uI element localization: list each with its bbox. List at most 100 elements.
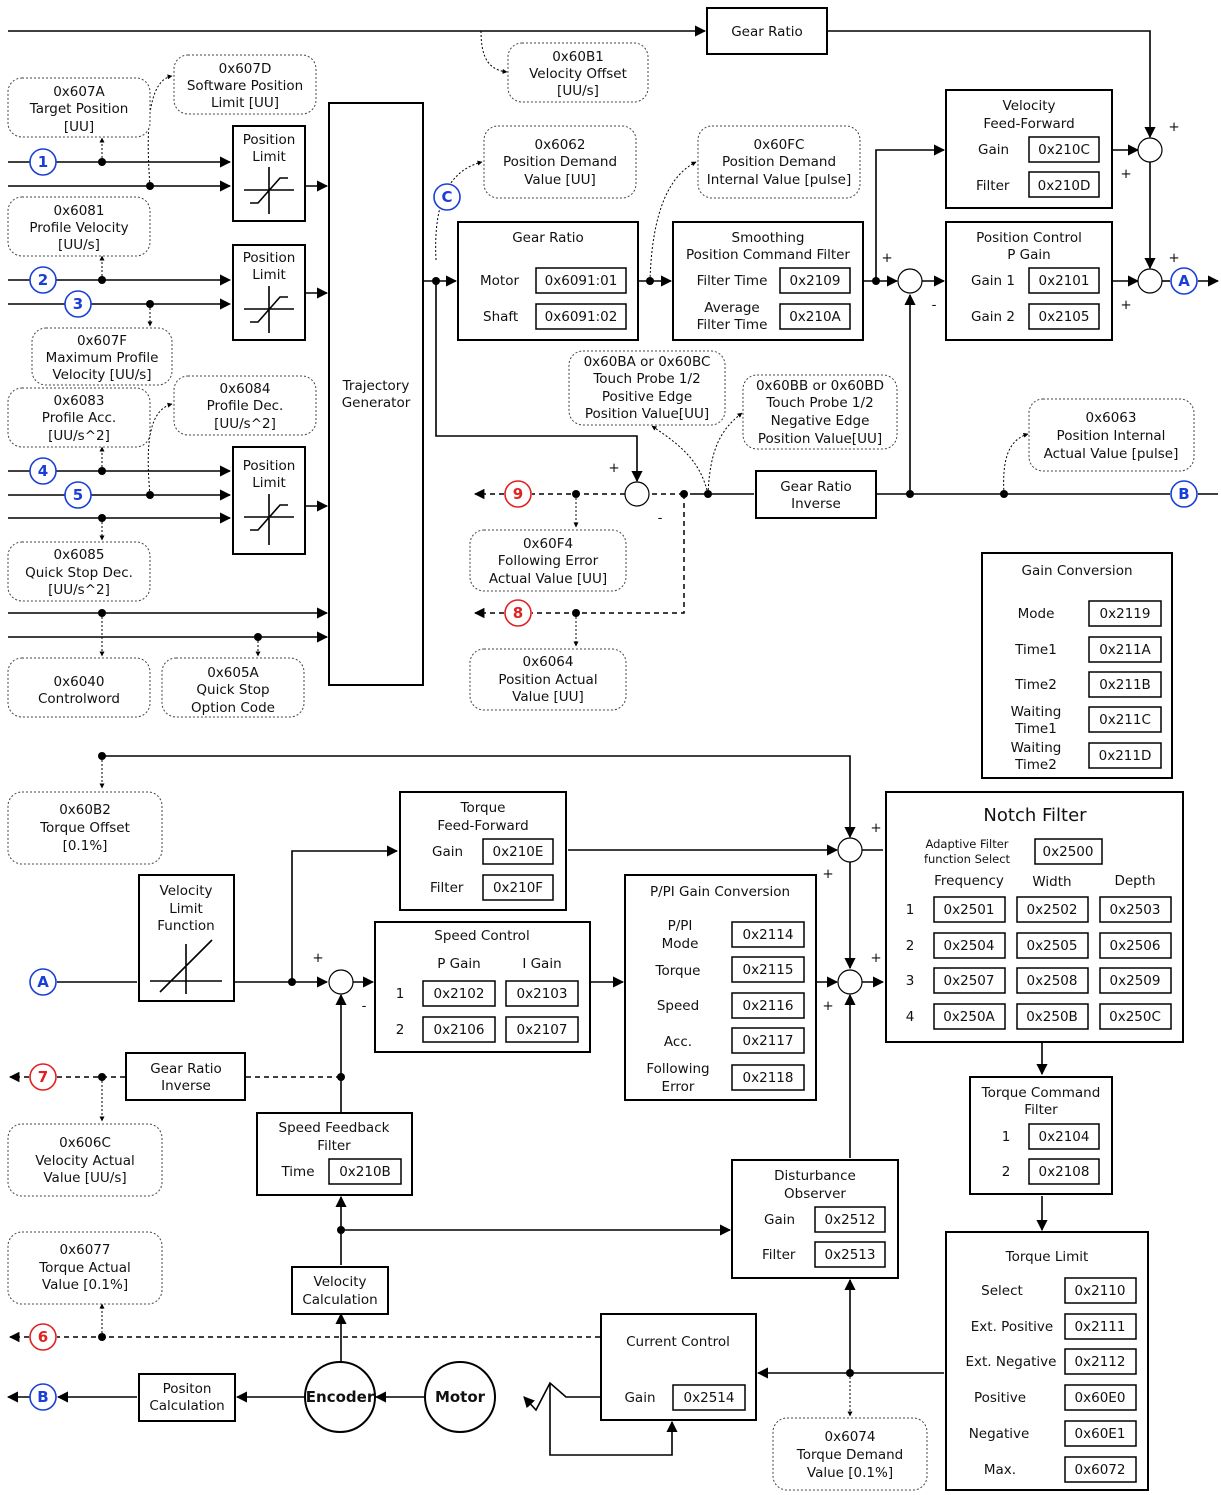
svg-text:0x60F4: 0x60F4 <box>523 536 573 552</box>
gear-ratio-inverse-bottom-block: Gear Ratio Inverse <box>125 1052 246 1101</box>
svg-text:Frequency: Frequency <box>934 873 1004 889</box>
svg-text:0x6074: 0x6074 <box>825 1429 876 1445</box>
svg-text:Select: Select <box>981 1283 1023 1299</box>
svg-text:Torque Actual: Torque Actual <box>38 1260 131 1276</box>
svg-text:Gear Ratio: Gear Ratio <box>731 24 803 40</box>
svg-text:0x210D: 0x210D <box>1038 178 1091 194</box>
junction-dots <box>98 158 1008 1377</box>
svg-text:Inverse: Inverse <box>161 1078 211 1094</box>
marker-4: 4 <box>29 457 57 485</box>
marker-1: 1 <box>29 148 57 176</box>
svg-text:0x2117: 0x2117 <box>743 1033 794 1049</box>
svg-text:0x607D: 0x607D <box>219 61 272 77</box>
svg-text:Time2: Time2 <box>1014 677 1057 693</box>
svg-text:4: 4 <box>38 462 48 480</box>
svg-text:Touch Probe 1/2: Touch Probe 1/2 <box>592 371 700 387</box>
svg-text:0x2500: 0x2500 <box>1043 844 1094 860</box>
svg-text:1: 1 <box>906 902 915 918</box>
svg-text:+: + <box>822 998 833 1014</box>
torque-demand-object: 0x6074 Torque Demand Value [0.1%] <box>772 1417 928 1491</box>
svg-text:0x2509: 0x2509 <box>1110 973 1161 989</box>
svg-text:0x6085: 0x6085 <box>54 547 105 563</box>
svg-text:Actual Value [pulse]: Actual Value [pulse] <box>1044 446 1179 462</box>
position-actual-object: 0x6064 Position Actual Value [UU] <box>469 648 627 711</box>
svg-text:Value [0.1%]: Value [0.1%] <box>42 1277 128 1293</box>
svg-text:Speed: Speed <box>657 998 699 1014</box>
speed-control-block: Speed Control P Gain I Gain 1 0x2102 0x2… <box>374 921 591 1053</box>
svg-text:Positive: Positive <box>974 1390 1026 1406</box>
svg-text:Velocity Offset: Velocity Offset <box>529 66 627 82</box>
svg-text:Limit [UU]: Limit [UU] <box>211 95 279 111</box>
svg-text:0x6062: 0x6062 <box>535 137 586 153</box>
gain-conversion-block: Gain Conversion Mode 0x2119 Time1 0x211A… <box>981 552 1173 779</box>
svg-text:Position Value[UU]: Position Value[UU] <box>758 431 882 447</box>
svg-text:0x2501: 0x2501 <box>944 902 995 918</box>
svg-text:0x2107: 0x2107 <box>517 1022 568 1038</box>
svg-text:Limit: Limit <box>252 149 285 165</box>
svg-text:Smoothing: Smoothing <box>732 230 805 246</box>
svg-text:0x2506: 0x2506 <box>1110 938 1161 954</box>
svg-text:Mode: Mode <box>1018 606 1055 622</box>
svg-text:Limit: Limit <box>252 267 285 283</box>
dashed-signal-lines <box>8 488 685 1343</box>
svg-text:[UU/s]: [UU/s] <box>58 237 100 253</box>
svg-text:Profile Acc.: Profile Acc. <box>42 410 116 426</box>
svg-text:Value [0.1%]: Value [0.1%] <box>807 1465 893 1481</box>
svg-text:Observer: Observer <box>784 1186 846 1202</box>
encoder: Encoder <box>304 1361 376 1433</box>
svg-text:Following: Following <box>646 1061 709 1077</box>
svg-text:[UU/s^2]: [UU/s^2] <box>214 416 276 432</box>
svg-text:Position Control: Position Control <box>976 230 1082 246</box>
torque-offset-object: 0x60B2 Torque Offset [0.1%] <box>7 791 163 865</box>
svg-text:+: + <box>312 950 323 966</box>
marker-A-bottom: A <box>29 968 57 996</box>
svg-text:+: + <box>608 460 619 476</box>
svg-text:0x2513: 0x2513 <box>825 1247 876 1263</box>
svg-text:+: + <box>870 950 881 966</box>
svg-text:0x6084: 0x6084 <box>220 381 271 397</box>
gear-ratio-top-block: Gear Ratio <box>706 7 828 55</box>
svg-text:P/PI Gain Conversion: P/PI Gain Conversion <box>650 884 790 900</box>
svg-text:0x6040: 0x6040 <box>54 674 105 690</box>
marker-2: 2 <box>29 266 57 294</box>
svg-text:0x210E: 0x210E <box>493 844 544 860</box>
svg-text:Torque: Torque <box>460 800 506 816</box>
ppi-gain-conversion-block: P/PI Gain Conversion P/PI Mode 0x2114 To… <box>624 874 817 1101</box>
svg-text:0x60B1: 0x60B1 <box>552 49 604 65</box>
svg-text:0x210B: 0x210B <box>339 1164 391 1180</box>
svg-text:2: 2 <box>38 271 48 289</box>
svg-text:Waiting: Waiting <box>1011 740 1062 756</box>
svg-text:Encoder: Encoder <box>306 1388 375 1406</box>
svg-text:Acc.: Acc. <box>664 1034 692 1050</box>
torque-feed-forward-block: Torque Feed-Forward Gain Filter 0x210E 0… <box>399 791 567 911</box>
svg-text:9: 9 <box>513 485 523 503</box>
svg-text:[UU/s]: [UU/s] <box>557 83 599 99</box>
svg-text:0x606C: 0x606C <box>59 1135 111 1151</box>
svg-text:0x2514: 0x2514 <box>684 1390 735 1406</box>
svg-text:Gain Conversion: Gain Conversion <box>1021 563 1132 579</box>
svg-text:-: - <box>932 297 937 313</box>
svg-text:P/PI: P/PI <box>668 918 693 934</box>
smoothing-filter-block: Smoothing Position Command Filter Filter… <box>672 221 864 341</box>
summing-junctions <box>328 137 1163 995</box>
software-position-limit-object: 0x607D Software Position Limit [UU] <box>173 54 317 115</box>
svg-text:Filter: Filter <box>430 880 464 896</box>
marker-A-top: A <box>1170 267 1198 295</box>
marker-7: 7 <box>29 1063 57 1091</box>
velocity-feed-forward-block: Velocity Feed-Forward Gain Filter 0x210C… <box>945 89 1113 209</box>
svg-text:0x6064: 0x6064 <box>523 654 574 670</box>
svg-text:0x2101: 0x2101 <box>1039 273 1090 289</box>
svg-text:0x60BA or 0x60BC: 0x60BA or 0x60BC <box>584 354 711 370</box>
svg-text:Current Control: Current Control <box>626 1334 730 1350</box>
svg-text:0x6072: 0x6072 <box>1075 1462 1126 1478</box>
svg-text:Position Demand: Position Demand <box>503 154 617 170</box>
svg-text:Negative Edge: Negative Edge <box>771 413 870 429</box>
gear-ratio-inverse-top-block: Gear Ratio Inverse <box>755 470 877 519</box>
svg-text:8: 8 <box>513 604 523 622</box>
svg-text:0x2112: 0x2112 <box>1075 1354 1126 1370</box>
svg-text:Time1: Time1 <box>1014 721 1057 737</box>
svg-text:0x2114: 0x2114 <box>743 927 794 943</box>
svg-text:0x607F: 0x607F <box>77 333 127 349</box>
svg-text:4: 4 <box>906 1009 915 1025</box>
